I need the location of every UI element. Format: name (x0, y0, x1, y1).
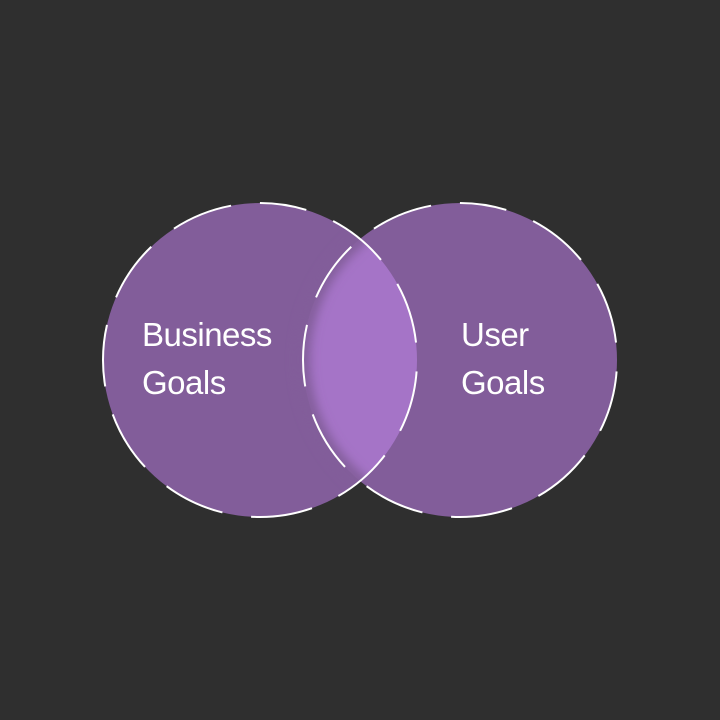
user-goals-label: User Goals (461, 316, 545, 401)
user-goals-label-line-2: Goals (461, 364, 545, 401)
business-goals-label-line-2: Goals (142, 364, 226, 401)
user-goals-outline (302, 202, 618, 518)
business-goals-outline (102, 202, 418, 518)
business-goals-label: Business Goals (142, 316, 281, 401)
user-goals-label-line-1: User (461, 316, 529, 353)
overlap-region (303, 203, 417, 517)
business-goals-label-line-1: Business (142, 316, 272, 353)
